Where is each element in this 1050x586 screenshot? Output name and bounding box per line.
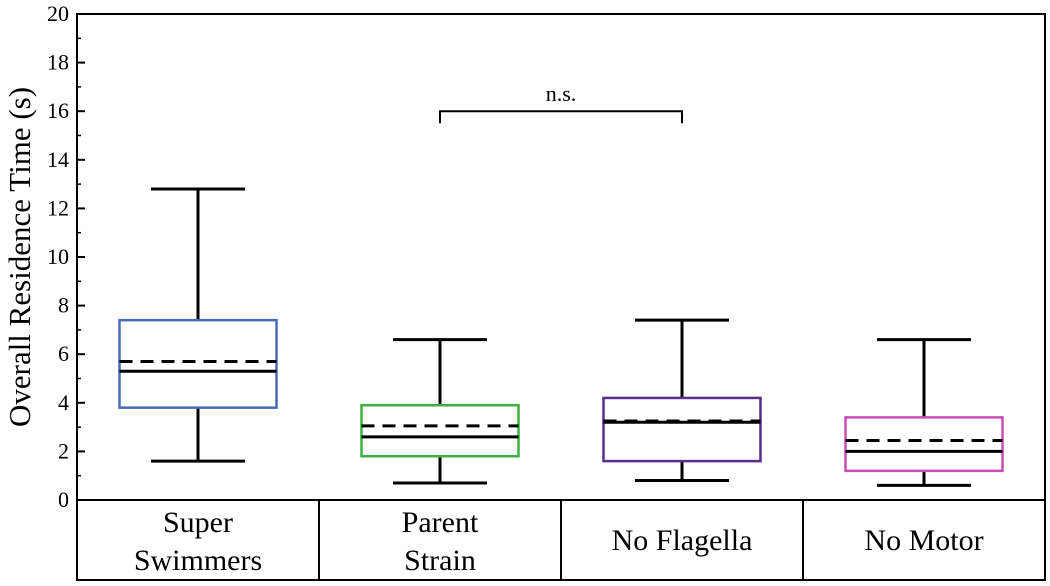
y-tick-label: 4 (58, 390, 69, 415)
category-label: Parent (402, 506, 479, 539)
y-tick-label: 20 (47, 1, 69, 26)
y-tick-label: 8 (58, 293, 69, 318)
category-label: Strain (404, 544, 476, 577)
box-group (360, 338, 520, 485)
y-tick-label: 12 (47, 195, 69, 220)
significance-label: n.s. (546, 81, 577, 106)
box-group (844, 338, 1004, 487)
box-iqr (118, 318, 278, 409)
y-tick-label: 16 (47, 98, 69, 123)
category-label: No Flagella (612, 524, 753, 557)
box-group (118, 187, 278, 463)
boxes (118, 187, 1004, 487)
y-tick-label: 10 (47, 244, 69, 269)
annotations: n.s. (439, 81, 683, 124)
box-group (602, 318, 762, 483)
y-axis-title: Overall Residence Time (s) (2, 87, 37, 427)
category-label: Swimmers (134, 544, 262, 577)
box-iqr (844, 416, 1004, 473)
y-axis: 0 2 4 6 8 10 12 14 16 18 20 (47, 1, 85, 512)
y-tick-label: 18 (47, 50, 69, 75)
box-iqr (360, 403, 520, 458)
y-tick-label: 2 (58, 438, 69, 463)
category-dividers (318, 500, 804, 580)
category-label: No Motor (864, 524, 983, 557)
category-label: Super (163, 506, 233, 539)
significance-bracket (439, 110, 683, 124)
box-iqr (602, 396, 762, 463)
y-tick-label: 0 (58, 487, 69, 512)
y-tick-label: 6 (58, 341, 69, 366)
y-tick-label: 14 (47, 147, 69, 172)
